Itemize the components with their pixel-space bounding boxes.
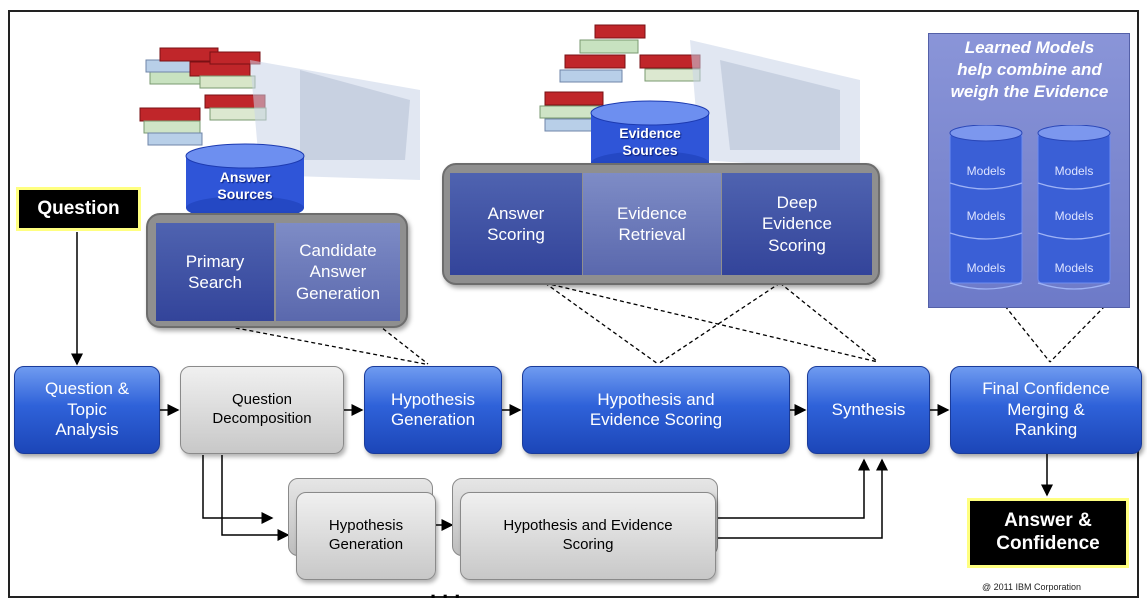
- model-label-2: Models: [1054, 164, 1094, 178]
- model-label-5: Models: [966, 261, 1006, 275]
- question-decomposition: Question Decomposition: [180, 366, 344, 454]
- hypothesis-evidence-scoring: Hypothesis and Evidence Scoring: [522, 366, 790, 454]
- model-label-1: Models: [966, 164, 1006, 178]
- slide-frame: [8, 10, 1139, 598]
- model-label-3: Models: [966, 209, 1006, 223]
- final-confidence-merging-ranking: Final Confidence Merging & Ranking: [950, 366, 1142, 454]
- learned-models-title: Learned Models help combine and weigh th…: [950, 38, 1109, 102]
- evidence-sources-label: Evidence Sources: [619, 125, 681, 158]
- question-topic-analysis: Question & Topic Analysis: [14, 366, 160, 454]
- candidate-answer-generation: Candidate Answer Generation: [276, 223, 400, 321]
- models-cylinders: [949, 125, 1111, 290]
- hypothesis-generation: Hypothesis Generation: [364, 366, 502, 454]
- answer-sources-label: Answer Sources: [217, 169, 273, 202]
- deep-evidence-scoring: Deep Evidence Scoring: [722, 173, 872, 275]
- books-icon-left: [139, 47, 420, 180]
- answer-scoring: Answer Scoring: [450, 173, 582, 275]
- answer-confidence-label: Answer & Confidence: [967, 498, 1129, 568]
- model-label-4: Models: [1054, 209, 1094, 223]
- hypothesis-evidence-scoring-parallel: Hypothesis and Evidence Scoring: [460, 492, 716, 580]
- books-icon-center: [539, 24, 860, 170]
- question-label: Question: [16, 187, 141, 231]
- ellipsis: ...: [430, 578, 467, 603]
- model-label-6: Models: [1054, 261, 1094, 275]
- primary-search: Primary Search: [156, 223, 274, 321]
- synthesis: Synthesis: [807, 366, 930, 454]
- evidence-retrieval: Evidence Retrieval: [583, 173, 721, 275]
- hypothesis-generation-parallel: Hypothesis Generation: [296, 492, 436, 580]
- copyright: @ 2011 IBM Corporation: [982, 582, 1082, 592]
